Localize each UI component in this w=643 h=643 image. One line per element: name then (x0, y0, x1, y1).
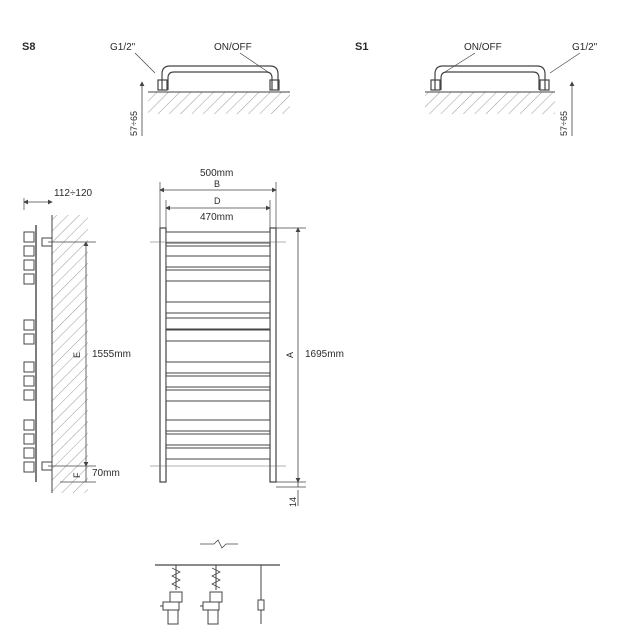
side-f-letter: F (72, 472, 82, 478)
front-fin (165, 255, 271, 268)
front-left-rail (159, 227, 167, 483)
s8-wall (148, 92, 290, 114)
valve-right (257, 565, 265, 624)
front-fin (165, 433, 271, 446)
front-fin (165, 329, 271, 342)
front-a-value: 1695mm (305, 349, 344, 360)
valve-left (160, 565, 183, 625)
side-fin (23, 361, 35, 373)
side-fin (23, 419, 35, 431)
side-fin (23, 333, 35, 345)
side-fin (23, 433, 35, 445)
front-a-letter: A (285, 352, 295, 358)
front-fin (165, 447, 271, 460)
front-fin (165, 375, 271, 388)
front-fins (165, 231, 271, 460)
side-f-value: 70mm (92, 468, 120, 479)
side-fin (23, 259, 35, 271)
side-fin (23, 231, 35, 243)
s1-label: S1 (355, 41, 368, 53)
front-b-letter: B (214, 179, 220, 189)
side-wall (52, 215, 88, 493)
side-fin (23, 447, 35, 459)
valve-detail (155, 539, 280, 625)
side-fin (23, 319, 35, 331)
s1-detail: S1 ON/OFF G1/2" 57÷65 (355, 41, 598, 136)
s1-wall-gap: 57÷65 (559, 111, 569, 136)
s1-valve-label: ON/OFF (464, 42, 502, 53)
valve-middle (200, 565, 223, 625)
side-view: 112÷120 E 1555mm F 70mm (23, 188, 131, 493)
side-fin (23, 461, 35, 473)
s1-radiator-top (430, 65, 550, 91)
side-fins (23, 231, 35, 473)
front-bottom-offset: 14 (288, 497, 298, 507)
s1-thread-label: G1/2" (572, 42, 598, 53)
front-fin (165, 269, 271, 282)
side-e-value: 1555mm (92, 349, 131, 360)
side-fin (23, 389, 35, 401)
side-fin (23, 245, 35, 257)
front-d-letter: D (214, 196, 221, 206)
front-d-value: 470mm (200, 212, 233, 223)
side-e-letter: E (72, 352, 82, 358)
s8-valve-label: ON/OFF (214, 42, 252, 53)
front-fin (165, 231, 271, 244)
front-fin (165, 317, 271, 330)
front-fin (165, 389, 271, 402)
front-fin (165, 361, 271, 374)
front-view: 500mm B D 470mm A 1695mm 14 (150, 168, 344, 507)
s8-thread-label: G1/2" (110, 42, 136, 53)
front-right-rail (269, 227, 277, 483)
front-b-value: 500mm (200, 168, 233, 179)
s8-label: S8 (22, 41, 35, 53)
front-fin (165, 301, 271, 314)
s8-detail: S8 G1/2" ON/OFF 57÷65 (22, 41, 290, 136)
front-fin (165, 419, 271, 432)
side-fin (23, 273, 35, 285)
side-depth: 112÷120 (54, 188, 93, 199)
side-fin (23, 375, 35, 387)
s8-wall-gap: 57÷65 (129, 111, 139, 136)
front-fin (165, 245, 271, 258)
s8-radiator-top (157, 65, 280, 91)
s1-wall (425, 92, 555, 114)
